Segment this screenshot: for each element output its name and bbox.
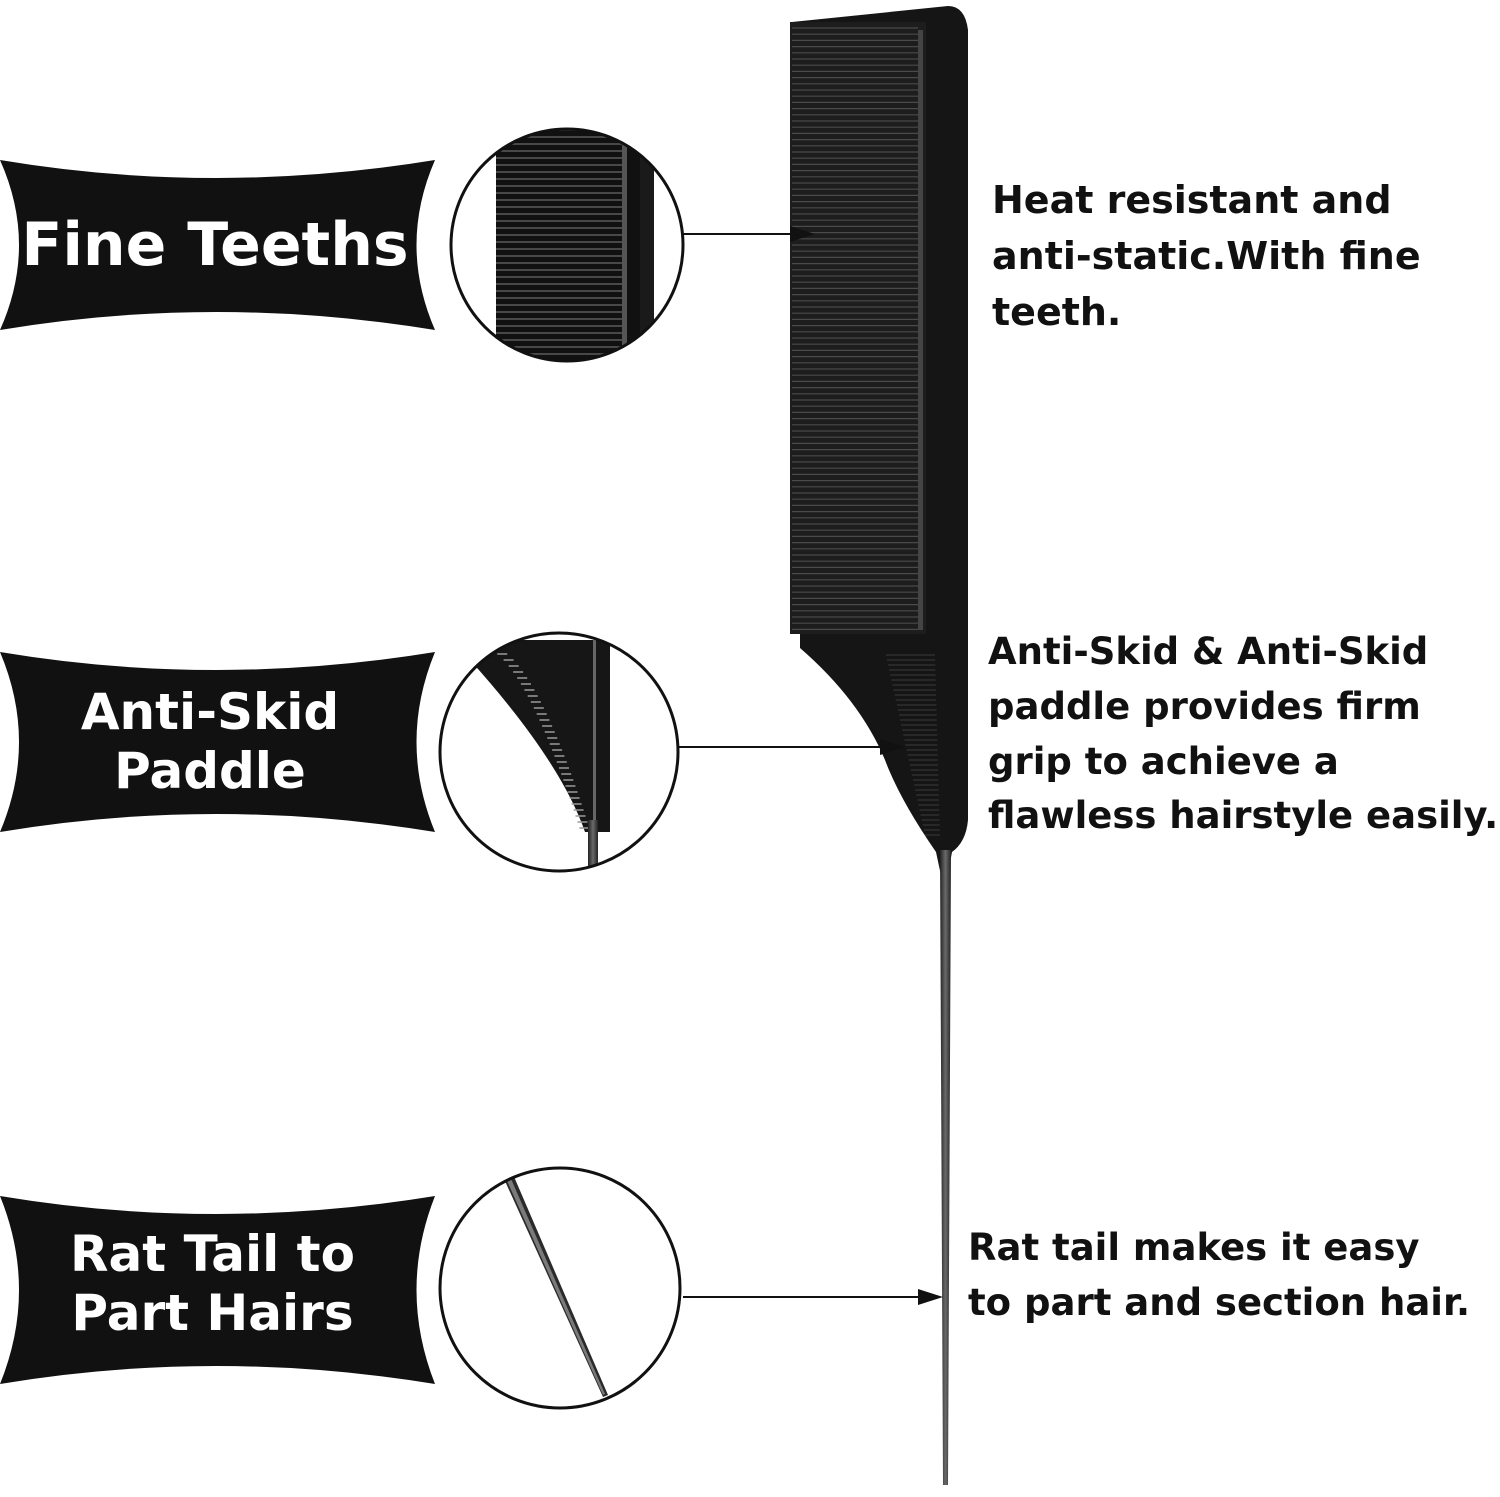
description-line: grip to achieve a bbox=[988, 739, 1339, 783]
arrow-anti-skid bbox=[678, 739, 905, 755]
banner-shape-rat-tail bbox=[0, 1196, 435, 1384]
rat-tail-comb bbox=[790, 6, 968, 1485]
banner-line: Rat Tail to bbox=[70, 1225, 355, 1283]
comb-rat-tail-pin bbox=[940, 850, 951, 1485]
description-anti-skid-paddle: Anti-Skid & Anti-Skid paddle provides fi… bbox=[988, 625, 1498, 844]
anti-skid-paddle-closeup-icon bbox=[438, 631, 680, 873]
description-line: paddle provides firm bbox=[988, 684, 1421, 728]
banner-shape-fine-teeth bbox=[0, 160, 435, 330]
description-line: Heat resistant and bbox=[992, 178, 1392, 222]
description-line: teeth. bbox=[992, 290, 1122, 335]
description-line: Rat tail makes it easy bbox=[968, 1226, 1420, 1269]
description-line: to part and section hair. bbox=[968, 1280, 1471, 1324]
banner-line: Part Hairs bbox=[71, 1284, 354, 1342]
description-line: anti-static.With fine bbox=[992, 234, 1421, 279]
rat-tail-closeup-icon bbox=[438, 1166, 682, 1410]
description-rat-tail: Rat tail makes it easy to part and secti… bbox=[968, 1221, 1470, 1331]
arrow-rat-tail bbox=[683, 1289, 943, 1305]
banner-shape-anti-skid bbox=[0, 652, 435, 832]
banner-line: Anti-Skid bbox=[80, 683, 340, 741]
comb-handle bbox=[792, 6, 968, 880]
description-line: Anti-Skid & Anti-Skid bbox=[988, 630, 1429, 673]
banner-fine-teeth: Fine Teeths bbox=[20, 210, 410, 281]
description-line: flawless hairstyle easily. bbox=[988, 794, 1499, 838]
banner-rat-tail: Rat Tail to Part Hairs bbox=[20, 1225, 405, 1343]
banner-line: Paddle bbox=[114, 742, 306, 800]
arrow-fine-teeth bbox=[682, 226, 815, 242]
banner-anti-skid-paddle: Anti-Skid Paddle bbox=[20, 683, 400, 801]
description-fine-teeth: Heat resistant and anti-static.With fine… bbox=[992, 172, 1421, 341]
banner-line: Fine Teeths bbox=[21, 210, 409, 280]
fine-teeth-closeup-icon bbox=[449, 127, 685, 363]
comb-teeth-block bbox=[790, 22, 926, 634]
